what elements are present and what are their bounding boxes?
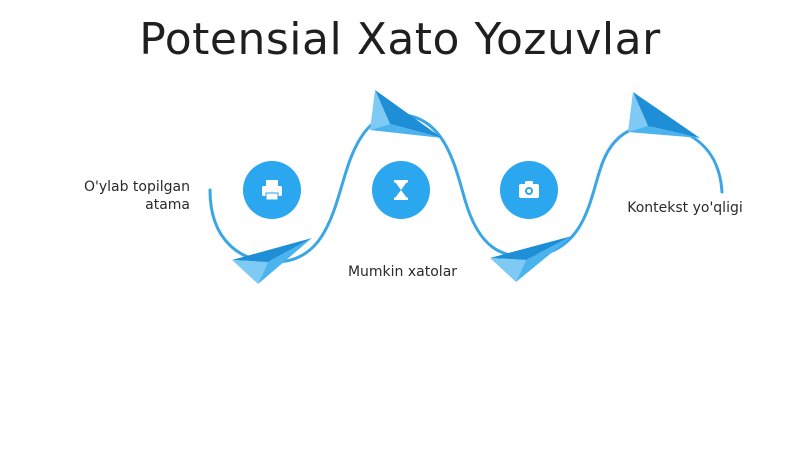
page-title: Potensial Xato Yozuvlar (139, 14, 661, 65)
step-1-label: O'ylab topilgan atama (83, 179, 190, 213)
paper-plane-icon (370, 90, 442, 138)
step-2-label: Mumkin xatolar (347, 264, 458, 280)
paper-plane-icon (628, 92, 700, 138)
camera-icon (519, 181, 539, 198)
hourglass-icon (394, 180, 408, 200)
printer-icon (262, 180, 282, 201)
paper-plane-icon (490, 236, 572, 282)
step-2-circle (372, 161, 430, 219)
step-3-label: Kontekst yo'qligi (627, 200, 743, 216)
paper-plane-icon (232, 238, 312, 284)
step-1-circle (243, 161, 301, 219)
step-3-circle (500, 161, 558, 219)
